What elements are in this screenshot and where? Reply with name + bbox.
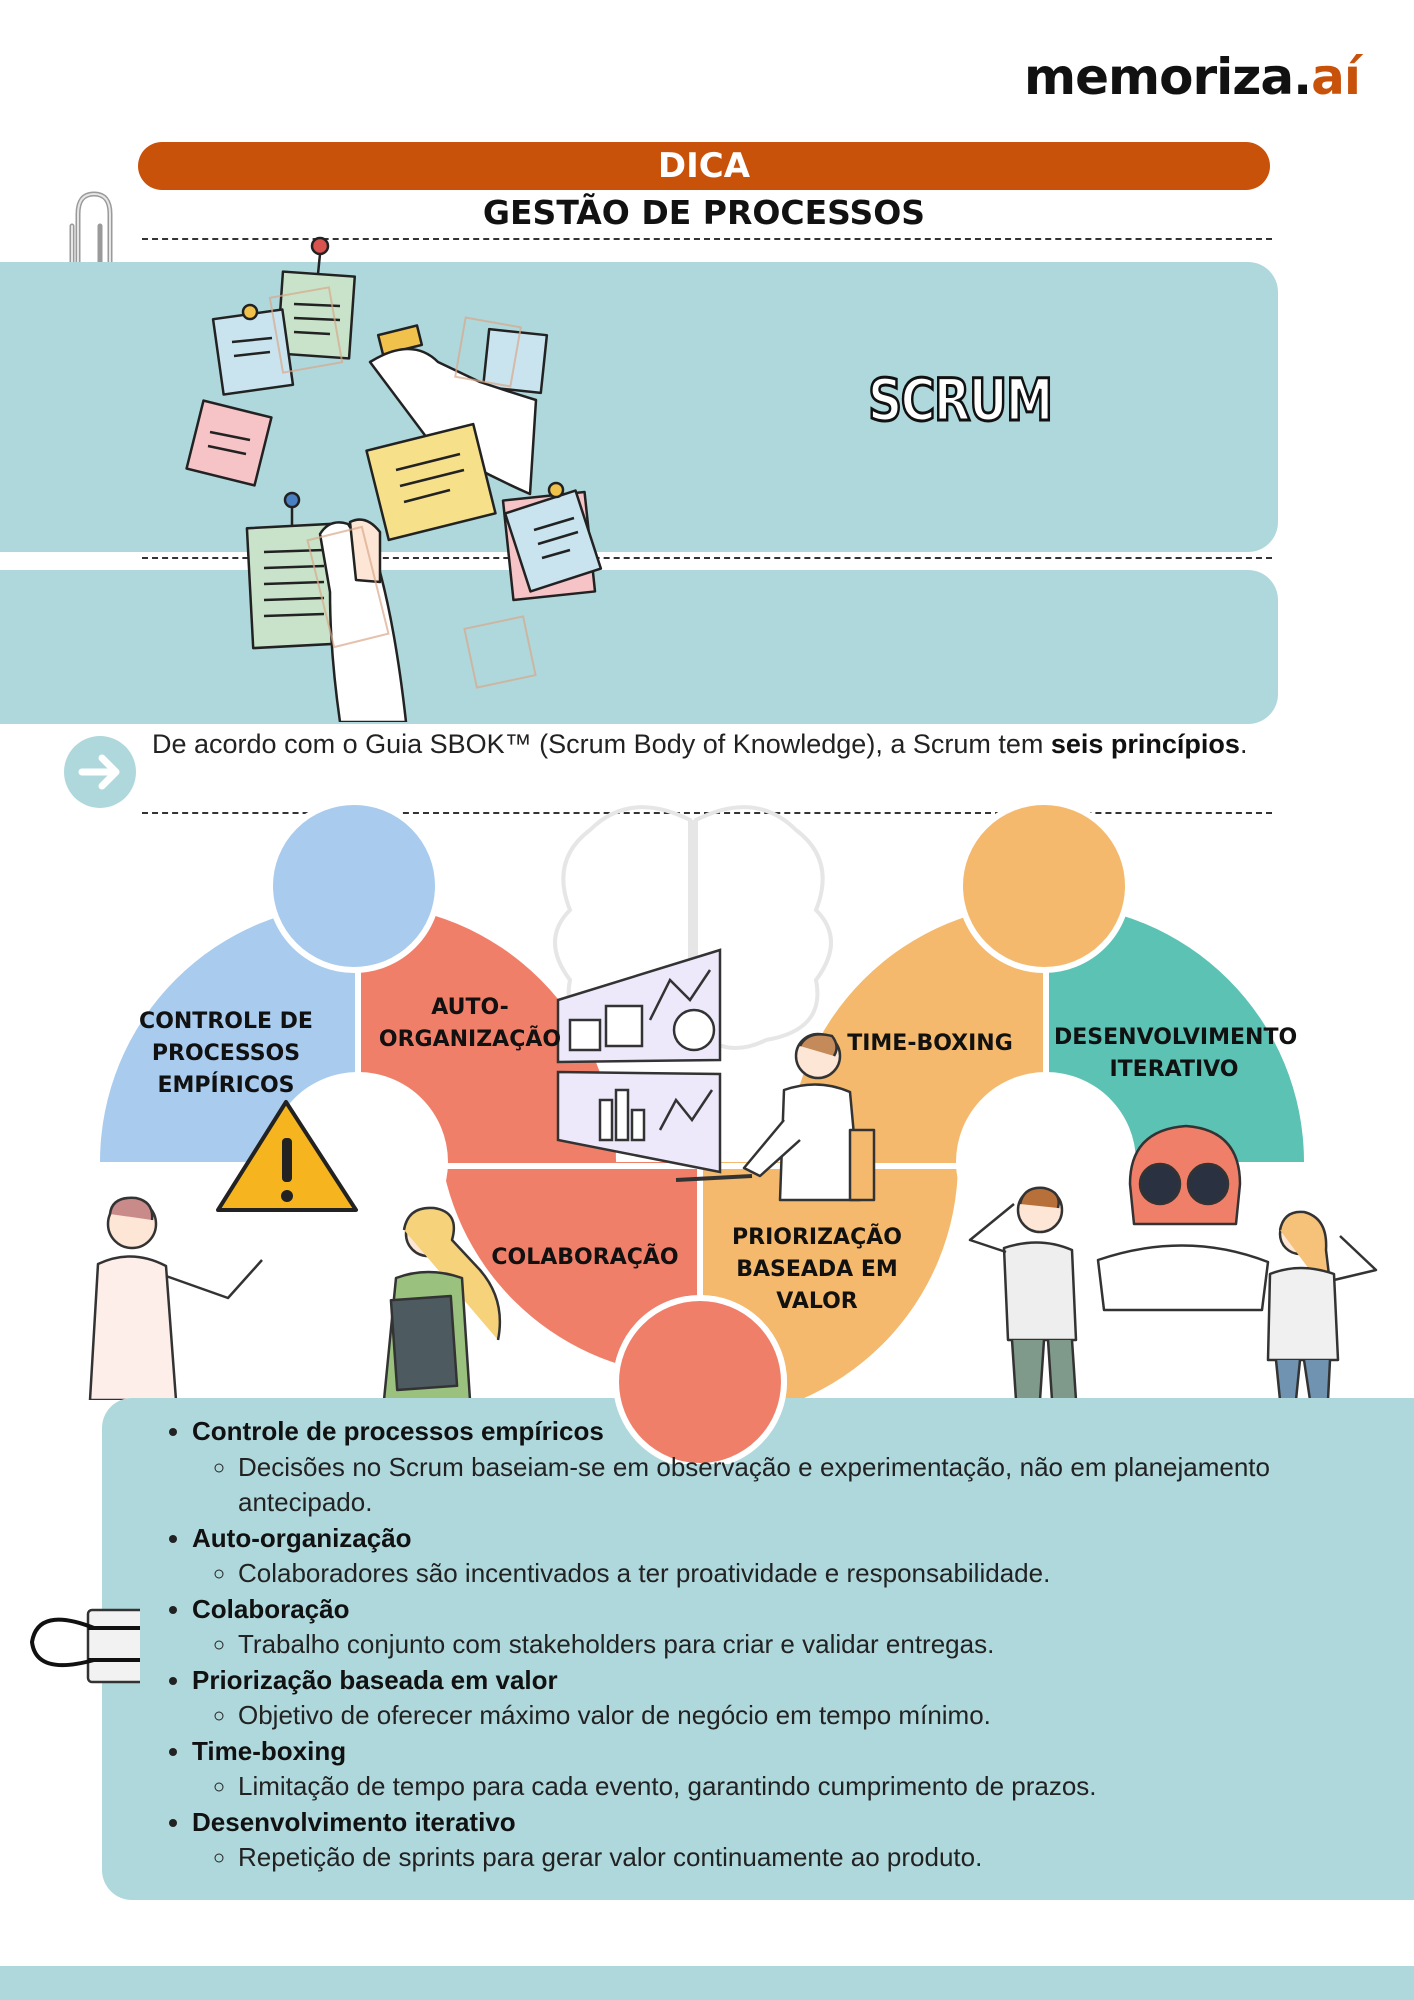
node-orange — [957, 799, 1131, 973]
principles-panel — [102, 1398, 1414, 1900]
man-looking-illustration — [968, 1186, 1078, 1402]
principle-item: Desenvolvimento iterativo Repetição de s… — [192, 1805, 1270, 1876]
label-time-boxing: TIME-BOXING — [847, 1031, 1013, 1056]
segment-time-boxing — [788, 904, 1046, 1162]
hero-panel-lower — [0, 570, 1278, 724]
principles-list: Controle de processos empíricos Decisões… — [162, 1414, 1270, 1876]
intro-paragraph: De acordo com o Guia SBOK™ (Scrum Body o… — [152, 724, 1272, 764]
divider — [142, 238, 1272, 240]
brand-accent: aí — [1311, 48, 1361, 106]
worker-illustration — [742, 1032, 876, 1202]
intro-text: De acordo com o Guia SBOK™ (Scrum Body o… — [152, 729, 1051, 759]
warning-icon — [216, 1100, 358, 1212]
segment-empirical — [100, 904, 358, 1162]
principle-item: Time-boxing Limitação de tempo para cada… — [192, 1734, 1270, 1805]
principle-item: Colaboração Trabalho conjunto com stakeh… — [192, 1592, 1270, 1663]
principle-item: Controle de processos empíricos Decisões… — [192, 1414, 1270, 1521]
topic-title: SCRUM — [867, 365, 1055, 436]
principle-item: Auto-organização Colaboradores são incen… — [192, 1521, 1270, 1592]
brand-name: memoriza. — [1024, 48, 1312, 106]
principle-item: Priorização baseada em valor Objetivo de… — [192, 1663, 1270, 1734]
brand-logo: memoriza.aí — [1024, 48, 1361, 106]
segment-iterative — [1046, 904, 1304, 1162]
footer-bar — [0, 1966, 1414, 2000]
intro-end: . — [1239, 729, 1248, 759]
segment-collaboration — [442, 1162, 700, 1377]
woman-with-folder-illustration — [382, 1206, 502, 1402]
confused-man-illustration — [88, 1196, 263, 1402]
page-subject: GESTÃO DE PROCESSOS — [482, 193, 926, 232]
dashboard-monitors-illustration — [556, 948, 753, 1182]
label-self-organization: AUTO-ORGANIZAÇÃO — [378, 995, 562, 1052]
divider — [142, 557, 1272, 559]
intro-emphasis: seis princípios — [1050, 729, 1240, 759]
node-coral-overlap — [613, 1296, 787, 1464]
woman-shading-eyes-illustration — [1266, 1210, 1378, 1402]
woman-with-binoculars-illustration — [1096, 1124, 1270, 1312]
binder-clip-icon — [29, 1608, 140, 1684]
arrow-right-icon — [64, 736, 136, 808]
node-blue — [267, 799, 441, 973]
segment-self-organization — [358, 904, 616, 1162]
label-collaboration: COLABORAÇÃO — [491, 1245, 679, 1270]
sticky-notes-illustration — [185, 236, 603, 722]
tip-banner: DICA — [138, 142, 1270, 190]
